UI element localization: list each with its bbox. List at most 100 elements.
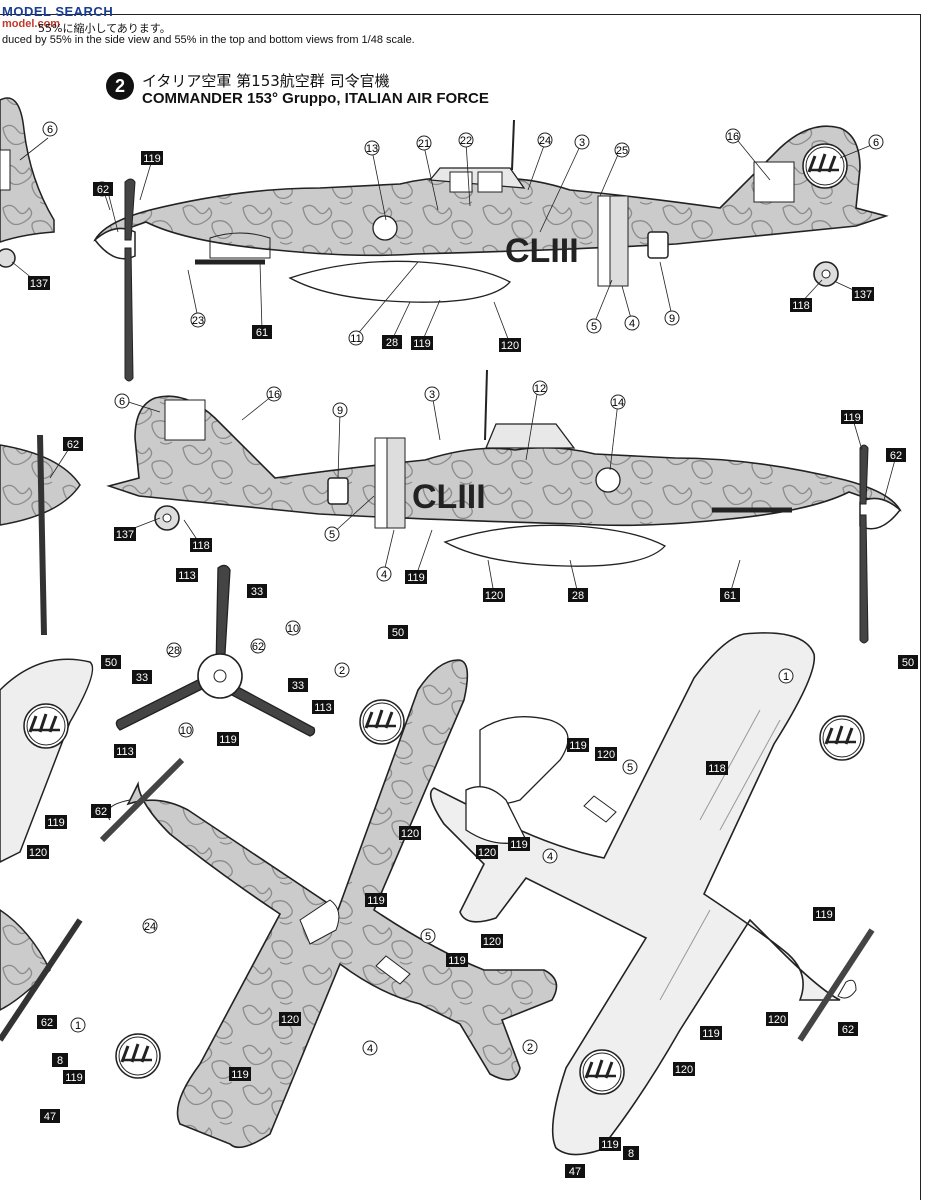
svg-text:5: 5 — [591, 321, 597, 333]
svg-text:119: 119 — [843, 412, 861, 424]
callout-c55: 120 — [27, 845, 49, 859]
side-view-left: CLIII — [93, 119, 889, 382]
svg-text:5: 5 — [627, 762, 633, 774]
svg-text:120: 120 — [478, 847, 496, 859]
section-title-jp: イタリア空軍 第153航空群 司令官機 — [142, 72, 390, 90]
prev-aircraft-tail-partial — [0, 97, 55, 268]
svg-text:9: 9 — [669, 313, 675, 325]
callout-c38: 119 — [405, 570, 427, 584]
svg-text:2: 2 — [527, 1042, 533, 1054]
svg-text:4: 4 — [547, 851, 553, 863]
right-rule — [920, 14, 921, 1200]
callout-c45: 28 — [166, 642, 182, 658]
callout-c4: 137 — [28, 276, 50, 290]
callout-c52: 113 — [114, 744, 136, 758]
svg-text:62: 62 — [67, 439, 79, 451]
svg-text:13: 13 — [366, 143, 378, 155]
callout-c5: 13 — [364, 140, 380, 156]
callout-c73: 1 — [778, 668, 794, 684]
callout-c42: 113 — [176, 568, 198, 582]
svg-text:62: 62 — [41, 1017, 53, 1029]
svg-text:10: 10 — [180, 725, 192, 737]
callout-c49: 33 — [288, 678, 308, 692]
callout-c11: 16 — [725, 128, 741, 144]
svg-text:24: 24 — [144, 921, 156, 933]
callout-c54: 119 — [45, 815, 67, 829]
svg-text:10: 10 — [287, 623, 299, 635]
callout-c87: 120 — [673, 1062, 695, 1076]
callout-c39: 120 — [483, 588, 505, 602]
callout-c8: 24 — [537, 132, 553, 148]
watermark-sub: model.com — [2, 18, 61, 30]
callout-c15: 61 — [252, 325, 272, 339]
callout-c14: 23 — [190, 312, 206, 328]
svg-text:120: 120 — [29, 847, 47, 859]
callout-c10: 25 — [614, 142, 630, 158]
svg-text:119: 119 — [407, 572, 425, 584]
svg-text:119: 119 — [413, 338, 431, 350]
svg-text:120: 120 — [768, 1014, 786, 1026]
scale-note-jp: 55%に縮小してあります。 — [38, 22, 171, 35]
svg-text:120: 120 — [597, 749, 615, 761]
section-title-en: COMMANDER 153° Gruppo, ITALIAN AIR FORCE — [142, 90, 489, 107]
svg-text:47: 47 — [569, 1166, 581, 1178]
aircraft-code-side-1: CLIII — [505, 232, 579, 270]
callout-c60: 119 — [365, 893, 387, 907]
callout-c46: 62 — [250, 638, 266, 654]
svg-text:137: 137 — [854, 289, 872, 301]
svg-text:3: 3 — [429, 389, 435, 401]
svg-text:120: 120 — [501, 340, 519, 352]
callout-c6: 21 — [416, 135, 432, 151]
callout-c72: 62 — [37, 1015, 57, 1029]
svg-text:62: 62 — [842, 1024, 854, 1036]
callout-c65: 120 — [279, 1012, 301, 1026]
callout-c80: 120 — [476, 845, 498, 859]
callout-c41: 61 — [720, 588, 740, 602]
callout-c64: 119 — [446, 953, 468, 967]
callout-c47: 33 — [132, 670, 152, 684]
svg-text:61: 61 — [256, 327, 268, 339]
svg-text:14: 14 — [612, 397, 624, 409]
svg-text:119: 119 — [601, 1139, 619, 1151]
svg-text:118: 118 — [192, 540, 210, 552]
callout-c66: 4 — [362, 1040, 378, 1056]
svg-text:119: 119 — [510, 839, 528, 851]
svg-text:120: 120 — [483, 936, 501, 948]
svg-text:5: 5 — [425, 931, 431, 943]
callout-c28: 3 — [424, 386, 440, 402]
watermark: MODEL SEARCH — [2, 4, 114, 19]
svg-text:33: 33 — [136, 672, 148, 684]
callout-c17: 28 — [382, 335, 402, 349]
svg-text:113: 113 — [178, 570, 196, 582]
svg-text:16: 16 — [727, 131, 739, 143]
svg-text:11: 11 — [350, 333, 361, 345]
svg-text:62: 62 — [95, 806, 107, 818]
svg-text:28: 28 — [168, 645, 180, 657]
svg-text:1: 1 — [783, 671, 789, 683]
callout-c36: 5 — [324, 526, 340, 542]
svg-text:119: 119 — [143, 153, 161, 165]
prev-aircraft-top-partial — [0, 658, 94, 1042]
svg-text:119: 119 — [815, 909, 833, 921]
prev-aircraft-nose-partial — [0, 434, 81, 636]
svg-text:21: 21 — [418, 138, 430, 150]
top-rule — [0, 14, 920, 15]
callout-c53: 50 — [101, 655, 121, 669]
callout-c29: 12 — [532, 380, 548, 396]
callout-c51: 119 — [217, 732, 239, 746]
svg-text:6: 6 — [119, 396, 125, 408]
callout-c44: 10 — [285, 620, 301, 636]
svg-text:28: 28 — [572, 590, 584, 602]
callout-c50: 10 — [178, 722, 194, 738]
svg-text:6: 6 — [47, 124, 53, 136]
svg-text:61: 61 — [724, 590, 736, 602]
svg-text:118: 118 — [708, 763, 726, 775]
svg-text:25: 25 — [616, 145, 628, 157]
svg-text:8: 8 — [628, 1148, 634, 1160]
callout-c85: 119 — [700, 1026, 722, 1040]
callout-c16: 11 — [348, 330, 364, 346]
callout-c31: 119 — [841, 410, 863, 424]
svg-text:22: 22 — [460, 135, 472, 147]
callout-c48: 113 — [312, 700, 334, 714]
svg-text:12: 12 — [534, 383, 546, 395]
